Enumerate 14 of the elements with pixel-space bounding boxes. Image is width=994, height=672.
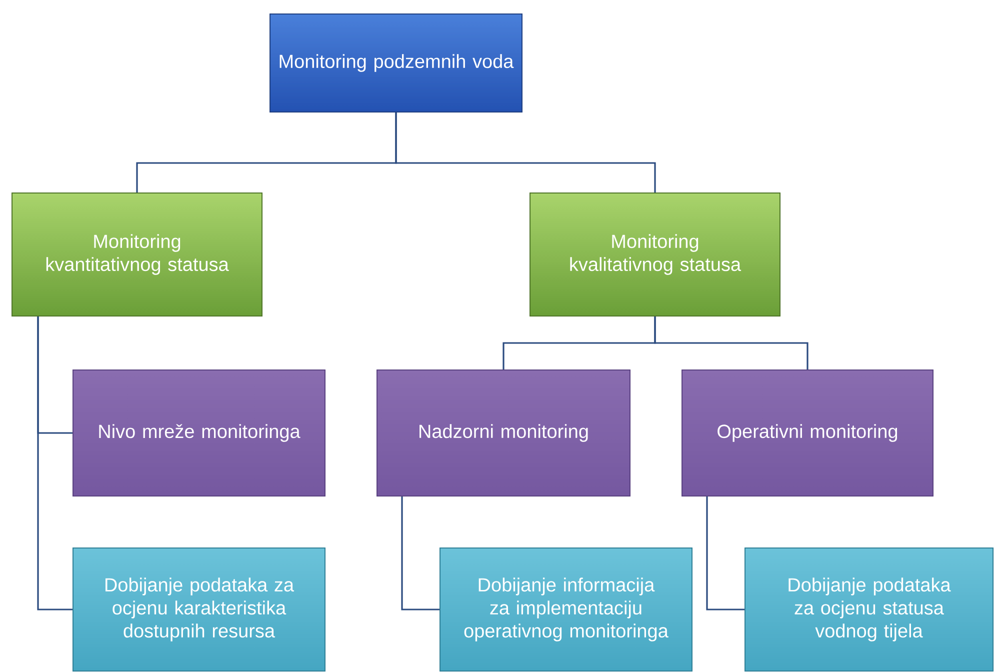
connector-line [401,496,440,610]
process-box: Monitoring podzemnih voda [270,14,522,112]
connector-line [395,112,656,192]
process-box: Monitoring kvantitativnog statusa [12,192,262,316]
process-box: Operativni monitoring [682,370,934,496]
process-box: Monitoring kvalitativnog statusa [530,192,780,316]
process-box: Dobijanje podataka za ocjenu statusa vodnog tijela [744,548,994,672]
connector-line [654,316,808,370]
process-box: Dobijanje informacija za implementaciju operativnog monitoringa [440,548,692,672]
process-box: Dobijanje podataka za ocjenu karakteristika dostupnih resursa [72,548,326,672]
process-box: Nadzorni monitoring [376,370,630,496]
connector-line [37,316,72,610]
process-box: Nivo mreže monitoringa [72,370,326,496]
connector-line [706,496,744,610]
